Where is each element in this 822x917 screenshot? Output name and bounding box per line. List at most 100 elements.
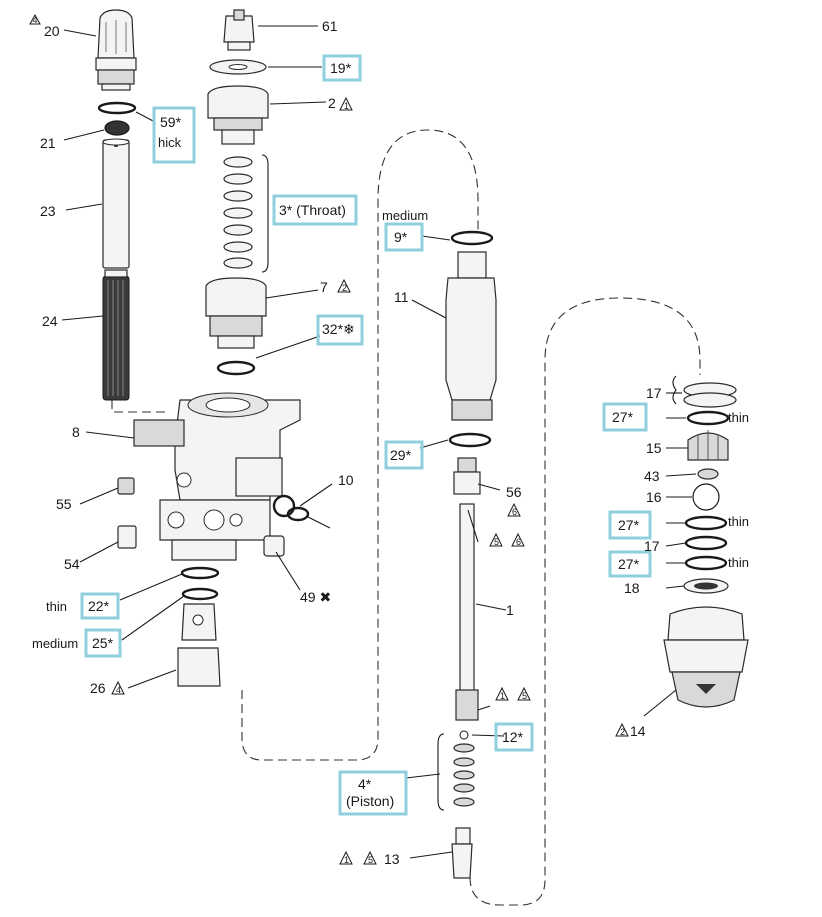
svg-text:6: 6 xyxy=(516,537,521,547)
assembly-path-left xyxy=(241,129,479,761)
part-o-ring-22 xyxy=(180,566,220,580)
part-cap-61 xyxy=(223,9,255,51)
part-piston-guide-56 xyxy=(453,457,481,495)
warning-tri-14: 2 xyxy=(615,722,629,737)
highlight-59 xyxy=(152,106,196,164)
part-cylinder-11 xyxy=(445,251,497,421)
part-o-ring-27a xyxy=(686,410,730,426)
label-16: 16 xyxy=(646,489,662,505)
part-spacer-17b xyxy=(684,535,728,551)
label-27a: 27* xyxy=(612,409,634,425)
warning-tri-12a: 1 xyxy=(495,686,509,701)
part-seat-18 xyxy=(683,578,729,594)
warning-tri-13a: 1 xyxy=(339,850,353,865)
label-49: 49 ✖ xyxy=(300,589,331,605)
svg-text:1: 1 xyxy=(344,101,349,111)
label-23: 23 xyxy=(40,203,56,219)
part-plug-54 xyxy=(117,525,137,549)
label-7: 7 xyxy=(320,279,328,295)
svg-text:6: 6 xyxy=(512,507,517,517)
part-washer-43 xyxy=(697,468,719,480)
label-12: 12* xyxy=(502,729,524,745)
leader-lines xyxy=(61,25,697,859)
part-plug-55 xyxy=(117,477,135,495)
label-17a: 17 xyxy=(646,385,662,401)
label-24: 24 xyxy=(42,313,58,329)
part-o-ring-59 xyxy=(97,101,137,115)
label-8: 8 xyxy=(72,424,80,440)
label-27c-note: thin xyxy=(728,555,749,570)
highlight-3 xyxy=(272,194,358,226)
part-gland-7 xyxy=(205,277,267,349)
part-piston-valve-13 xyxy=(451,827,473,879)
part-fitting-10 xyxy=(272,494,331,529)
part-o-ring-27b xyxy=(684,515,728,531)
label-55: 55 xyxy=(56,496,72,512)
part-ball-12 xyxy=(459,730,469,740)
label-20: 20 xyxy=(44,23,60,39)
part-filter-tube-23 xyxy=(102,138,130,269)
part-displacement-rod-1 xyxy=(455,503,479,721)
label-25-note: medium xyxy=(32,636,78,651)
warning-tri-20: 4 xyxy=(29,13,41,25)
label-59-sub: hick xyxy=(158,135,182,150)
svg-text:1: 1 xyxy=(344,855,349,865)
highlight-29 xyxy=(384,440,424,470)
part-o-ring-29 xyxy=(448,432,492,448)
label-14: 14 xyxy=(630,723,646,739)
label-15: 15 xyxy=(646,440,662,456)
label-22-note: thin xyxy=(46,599,67,614)
label-21: 21 xyxy=(40,135,56,151)
part-plug-49 xyxy=(263,535,285,557)
label-59: 59* xyxy=(160,114,182,130)
part-ball-16 xyxy=(692,483,720,511)
label-27c: 27* xyxy=(618,556,640,572)
warning-tri-12b: 5 xyxy=(517,686,531,701)
label-1: 1 xyxy=(506,602,514,618)
label-22: 22* xyxy=(88,598,110,614)
label-18: 18 xyxy=(624,580,640,596)
warning-tri-1b: 6 xyxy=(511,532,525,547)
highlight-4 xyxy=(338,770,408,816)
highlight-27a xyxy=(602,402,648,432)
warning-tri-56: 6 xyxy=(507,502,521,517)
highlight-19 xyxy=(322,54,362,82)
part-seat-15 xyxy=(687,430,729,461)
assembly-path-right xyxy=(469,297,701,906)
label-10: 10 xyxy=(338,472,354,488)
svg-text:4: 4 xyxy=(116,685,121,695)
warning-tri-13b: 5 xyxy=(363,850,377,865)
label-27b-note: thin xyxy=(728,514,749,529)
part-o-ring-32 xyxy=(216,360,256,376)
part-packing-nut-2 xyxy=(207,85,269,145)
label-26: 26 xyxy=(90,680,106,696)
label-2: 2 xyxy=(328,95,336,111)
label-19: 19* xyxy=(330,60,352,76)
svg-text:2: 2 xyxy=(342,283,347,293)
svg-text:5: 5 xyxy=(522,691,527,701)
svg-text:5: 5 xyxy=(368,855,373,865)
part-pump-housing-8 xyxy=(133,392,301,561)
part-piston-packings-4 xyxy=(453,743,475,807)
warning-tri-7: 2 xyxy=(337,278,351,293)
highlight-32 xyxy=(316,314,364,346)
label-13: 13 xyxy=(384,851,400,867)
assembly-path-filter xyxy=(111,400,168,413)
label-43: 43 xyxy=(644,468,660,484)
part-foot-valve-housing-14 xyxy=(663,606,749,708)
part-o-ring-9 xyxy=(450,230,494,246)
highlight-27b xyxy=(608,510,652,540)
warning-tri-2: 1 xyxy=(339,96,353,111)
part-throat-packings-3 xyxy=(223,156,253,269)
part-o-ring-25 xyxy=(181,587,219,601)
bracket-4 xyxy=(437,733,445,811)
highlight-22 xyxy=(80,592,120,620)
svg-text:2: 2 xyxy=(620,727,625,737)
label-25: 25* xyxy=(92,635,114,651)
label-32: 32*❄ xyxy=(322,321,355,337)
highlight-27c xyxy=(608,550,652,578)
part-filter-screen-24 xyxy=(102,269,130,401)
warning-tri-1a: 5 xyxy=(489,532,503,547)
bracket-3 xyxy=(261,154,269,273)
